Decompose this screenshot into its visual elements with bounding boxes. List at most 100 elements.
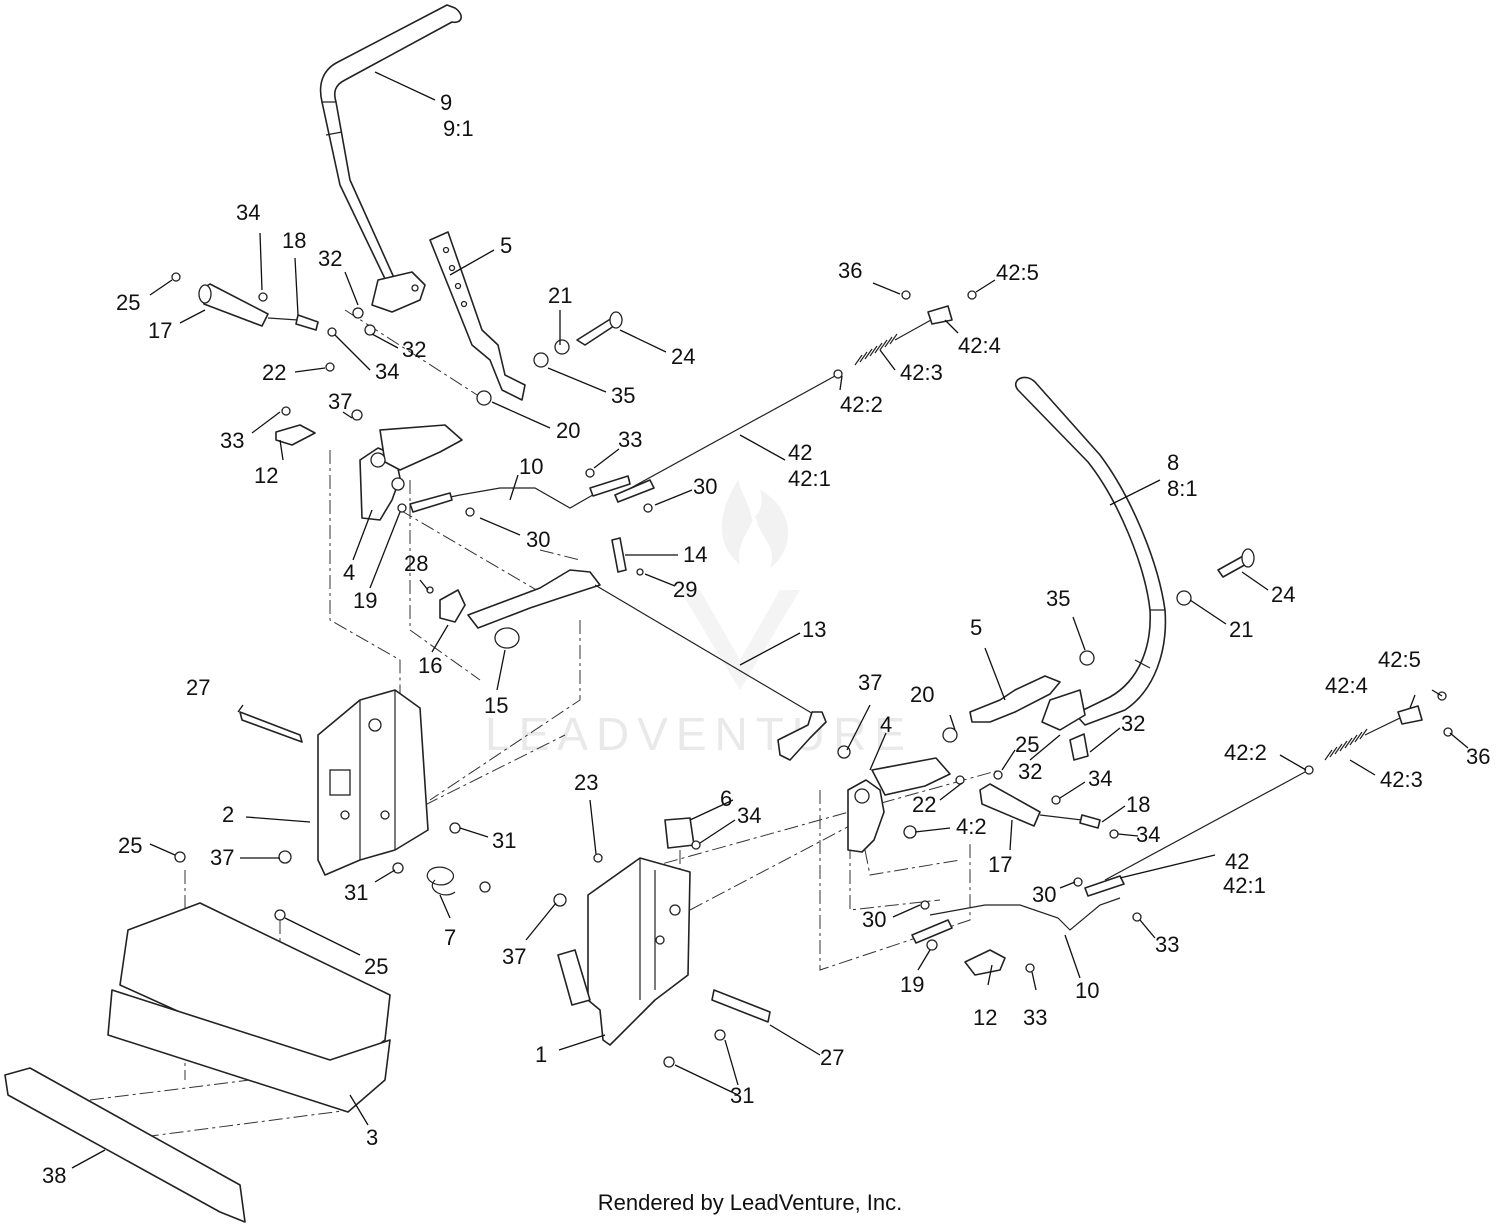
callout-label: 14 (683, 542, 707, 567)
callout-label: 8:1 (1167, 476, 1198, 501)
callout-label: 33 (618, 427, 642, 452)
callout-label: 31 (730, 1083, 754, 1108)
callout-label: 25 (1015, 732, 1039, 757)
left-control-handle (319, 4, 462, 313)
right-control-handle (1015, 376, 1167, 761)
right-linkage-rod (911, 875, 1142, 951)
callout-label: 22 (262, 360, 286, 385)
callout-label: 28 (404, 551, 428, 576)
callout-label: 29 (673, 577, 697, 602)
right-cable-rod (1104, 691, 1453, 881)
callout-label: 42:4 (958, 333, 1001, 358)
right-damper (979, 783, 1119, 839)
callout-label: 35 (611, 383, 635, 408)
callout-label: 42:3 (1380, 767, 1423, 792)
callout-label: 3 (366, 1125, 378, 1150)
right-lever-plate (969, 675, 1061, 723)
callout-label: 10 (1075, 978, 1099, 1003)
watermark-logo (680, 480, 800, 690)
callout-label: 36 (1466, 744, 1490, 769)
callout-label: 6 (720, 786, 732, 811)
callout-label: 27 (186, 675, 210, 700)
callout-label: 42:1 (1223, 873, 1266, 898)
callout-label: 33 (1155, 932, 1179, 957)
callout-label: 42:2 (840, 392, 883, 417)
callout-label: 8 (1167, 450, 1179, 475)
callout-label: 9:1 (443, 116, 474, 141)
callout-label: 42:5 (1378, 647, 1421, 672)
callout-label: 2 (222, 802, 234, 827)
callout-label: 42:5 (996, 260, 1039, 285)
left-lever-plate (429, 231, 526, 401)
callout-label: 21 (548, 283, 572, 308)
callout-label: 38 (42, 1163, 66, 1188)
callout-label: 13 (802, 617, 826, 642)
callout-label: 5 (500, 233, 512, 258)
left-pivot-bracket (275, 406, 463, 521)
callout-label: 4 (880, 712, 892, 737)
callout-label: 19 (900, 972, 924, 997)
callout-label: 24 (1271, 582, 1295, 607)
callout-label: 22 (912, 792, 936, 817)
callout-label: 34 (1088, 766, 1112, 791)
right-hardware (942, 548, 1255, 743)
center-linkage-parts (426, 537, 644, 649)
right-main-bracket (553, 817, 771, 1068)
callout-label: 42:4 (1325, 673, 1368, 698)
callout-label: 37 (858, 670, 882, 695)
left-hardware (352, 307, 623, 406)
callout-label: 5 (970, 615, 982, 640)
callout-label: 36 (838, 258, 862, 283)
callout-labels: 9 9:1 34 18 32 5 25 17 32 21 24 34 35 22… (42, 90, 1490, 1188)
callout-label: 33 (220, 428, 244, 453)
right-clip (964, 949, 1035, 976)
lower-pan (4, 851, 391, 1223)
callout-label: 18 (282, 228, 306, 253)
callout-label: 42 (788, 440, 812, 465)
callout-label: 1 (535, 1042, 547, 1067)
callout-label: 25 (116, 290, 140, 315)
callout-label: 17 (988, 852, 1012, 877)
leader-lines (71, 71, 1469, 1169)
callout-label: 12 (973, 1005, 997, 1030)
callout-label: 20 (910, 682, 934, 707)
callout-label: 15 (484, 693, 508, 718)
callout-label: 37 (328, 389, 352, 414)
callout-label: 33 (1023, 1005, 1047, 1030)
callout-label: 31 (344, 880, 368, 905)
callout-label: 16 (418, 653, 442, 678)
callout-label: 42 (1225, 849, 1249, 874)
callout-label: 30 (693, 474, 717, 499)
callout-label: 35 (1046, 586, 1070, 611)
callout-label: 10 (519, 454, 543, 479)
callout-label: 12 (254, 463, 278, 488)
callout-label: 30 (526, 527, 550, 552)
callout-label: 42:3 (900, 360, 943, 385)
callout-label: 34 (737, 803, 761, 828)
callout-label: 20 (556, 418, 580, 443)
callout-label: 32 (318, 246, 342, 271)
callout-label: 30 (862, 907, 886, 932)
callout-label: 18 (1126, 792, 1150, 817)
callout-label: 9 (440, 90, 452, 115)
callout-label: 32 (1121, 711, 1145, 736)
callout-label: 34 (236, 200, 260, 225)
callout-label: 25 (364, 954, 388, 979)
left-damper (171, 272, 337, 372)
callout-label: 23 (574, 770, 598, 795)
cross-shaft (467, 569, 827, 761)
callout-label: 32 (402, 337, 426, 362)
footer-credit: Rendered by LeadVenture, Inc. (597, 1190, 903, 1215)
callout-label: 42:2 (1224, 740, 1267, 765)
callout-label: 37 (210, 845, 234, 870)
callout-label: 31 (492, 828, 516, 853)
callout-label: 32 (1018, 759, 1042, 784)
left-main-bracket (239, 689, 491, 896)
callout-label: 34 (1136, 822, 1160, 847)
callout-label: 7 (444, 925, 456, 950)
callout-label: 19 (353, 588, 377, 613)
right-pivot-bracket (837, 745, 1003, 853)
callout-label: 24 (671, 344, 695, 369)
callout-label: 17 (148, 318, 172, 343)
